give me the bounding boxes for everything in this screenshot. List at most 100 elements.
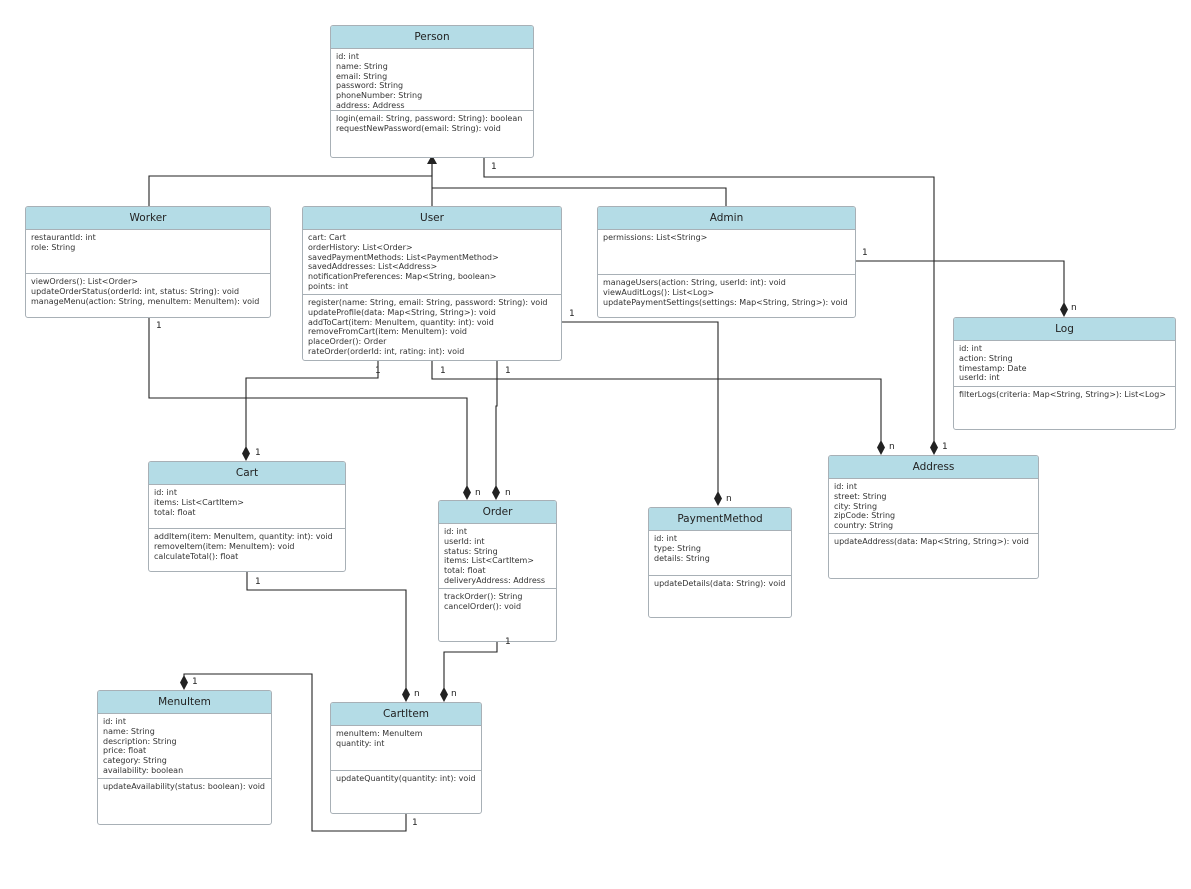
class-method: removeItem(item: MenuItem): void — [154, 541, 295, 551]
class-attribute: city: String — [834, 501, 878, 511]
admin-class[interactable]: Admin permissions: List<String> manageUs… — [597, 206, 856, 318]
class-method: viewOrders(): List<Order> — [31, 277, 138, 286]
class-method: requestNewPassword(email: String): void — [336, 123, 501, 133]
multiplicity-label: 1 — [505, 637, 511, 647]
class-attribute: phoneNumber: String — [336, 91, 423, 101]
multiplicity-label: 1 — [440, 366, 446, 376]
class-attribute: action: String — [959, 353, 1013, 363]
class-method: addItem(item: MenuItem, quantity: int): … — [154, 532, 333, 541]
multiplicity-label: 1 — [412, 818, 418, 828]
class-method: calculateTotal(): float — [154, 551, 239, 561]
method-list: filterLogs(criteria: Map<String, String>… — [954, 387, 1175, 403]
class-method: trackOrder(): String — [444, 592, 523, 601]
person-address-line — [483, 158, 935, 441]
cart-cartitem-line — [246, 572, 407, 688]
class-attribute: type: String — [654, 543, 701, 553]
class-attribute: status: String — [444, 546, 498, 556]
cartitem-cart-composition-diamond — [402, 687, 410, 702]
cart-composition-diamond — [242, 446, 250, 461]
worker-order-line — [148, 318, 468, 486]
multiplicity-label: 1 — [375, 366, 381, 376]
class-attribute: id: int — [444, 527, 467, 536]
admin-log-line — [855, 260, 1065, 303]
class-attribute: id: int — [654, 534, 677, 543]
user-payment-line — [561, 321, 719, 492]
class-attribute: items: List<CartItem> — [154, 497, 244, 507]
multiplicity-label: n — [505, 488, 511, 498]
class-method: removeFromCart(item: MenuItem): void — [308, 327, 468, 337]
class-attribute: total: float — [154, 507, 196, 517]
class-attribute: cart: Cart — [308, 233, 346, 242]
class-method: updateQuantity(quantity: int): void — [336, 774, 476, 783]
worker-inherits-person-line — [148, 162, 433, 206]
class-attribute: name: String — [103, 726, 155, 736]
method-list: addItem(item: MenuItem, quantity: int): … — [149, 529, 345, 564]
class-method: register(name: String, email: String, pa… — [308, 298, 548, 307]
class-title: Worker — [26, 207, 270, 230]
class-method: viewAuditLogs(): List<Log> — [603, 287, 715, 297]
attribute-list: permissions: List<String> — [598, 230, 855, 275]
class-title: CartItem — [331, 703, 481, 726]
order-cartitem-line — [443, 642, 498, 688]
class-attribute: menuItem: MenuItem — [336, 729, 423, 738]
multiplicity-label: 1 — [569, 309, 575, 319]
multiplicity-label: 1 — [491, 162, 497, 172]
payment-composition-diamond — [714, 491, 722, 506]
multiplicity-label: 1 — [862, 248, 868, 258]
log-composition-diamond — [1060, 302, 1068, 317]
class-attribute: country: String — [834, 521, 894, 531]
class-attribute: description: String — [103, 736, 177, 746]
class-attribute: total: float — [444, 566, 486, 576]
class-attribute: orderHistory: List<Order> — [308, 242, 413, 252]
class-method: manageUsers(action: String, userId: int)… — [603, 278, 786, 287]
class-method: updatePaymentSettings(settings: Map<Stri… — [603, 297, 848, 307]
class-method: placeOrder(): Order — [308, 337, 387, 347]
class-method: updateDetails(data: String): void — [654, 579, 786, 588]
class-attribute: address: Address — [336, 100, 405, 110]
multiplicity-label: 1 — [192, 677, 198, 687]
multiplicity-label: n — [451, 689, 457, 699]
class-attribute: details: String — [654, 553, 710, 563]
class-title: Order — [439, 501, 556, 524]
class-method: filterLogs(criteria: Map<String, String>… — [959, 390, 1166, 399]
method-list: register(name: String, email: String, pa… — [303, 295, 561, 360]
cartitem-order-composition-diamond — [440, 687, 448, 702]
class-attribute: savedPaymentMethods: List<PaymentMethod> — [308, 252, 499, 262]
class-attribute: id: int — [834, 482, 857, 491]
multiplicity-label: 1 — [255, 577, 261, 587]
multiplicity-label: n — [889, 442, 895, 452]
class-method: login(email: String, password: String): … — [336, 114, 523, 123]
class-attribute: restaurantId: int — [31, 233, 96, 242]
class-attribute: price: float — [103, 746, 147, 756]
class-attribute: points: int — [308, 281, 349, 291]
user-order-line — [495, 361, 498, 486]
class-method: updateOrderStatus(orderId: int, status: … — [31, 286, 240, 296]
menuitem-composition-diamond — [180, 675, 188, 690]
multiplicity-label: n — [475, 488, 481, 498]
class-attribute: userId: int — [444, 536, 485, 546]
multiplicity-label: n — [726, 494, 732, 504]
class-attribute: email: String — [336, 71, 388, 81]
multiplicity-label: 1 — [505, 366, 511, 376]
multiplicity-label: n — [414, 689, 420, 699]
class-attribute: street: String — [834, 491, 887, 501]
class-attribute: id: int — [103, 717, 126, 726]
class-attribute: notificationPreferences: Map<String, boo… — [308, 272, 497, 282]
order-user-composition-diamond — [492, 485, 500, 500]
class-attribute: password: String — [336, 81, 404, 91]
